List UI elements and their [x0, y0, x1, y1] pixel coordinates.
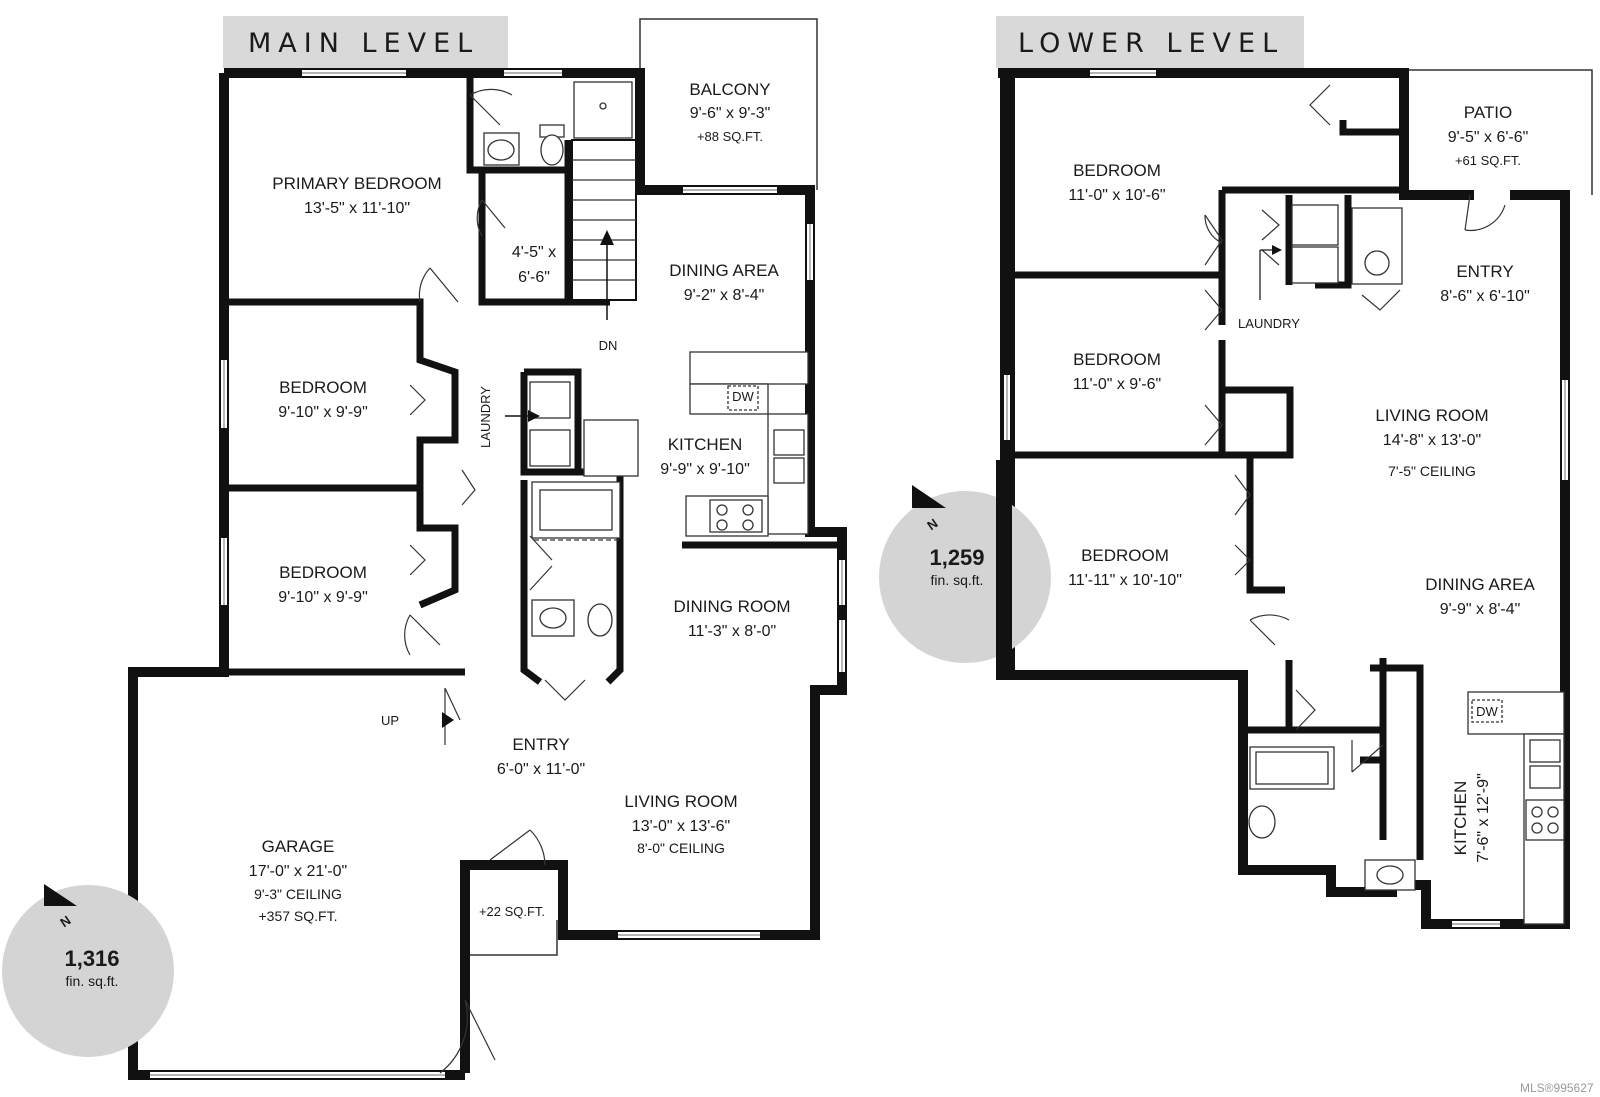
- stairs-dn-label: DN: [599, 338, 618, 353]
- balcony-name: BALCONY: [689, 80, 770, 99]
- patio-name: PATIO: [1464, 103, 1513, 122]
- lower-west-wall-overlay: [996, 460, 1012, 680]
- lower-entry-name: ENTRY: [1456, 262, 1513, 281]
- main-up-arrow-head: [442, 712, 454, 728]
- main-entry-dims: 6'-0" x 11'-0": [497, 761, 585, 778]
- porch-extra: +22 SQ.FT.: [479, 904, 545, 919]
- main-dining-area-dims: 9'-2" x 8'-4": [684, 287, 765, 304]
- lower-living-room-name: LIVING ROOM: [1375, 406, 1488, 425]
- balcony-dims: 9'-6" x 9'-3": [690, 105, 771, 122]
- lower-bedroom-1-dims: 11'-0" x 10'-6": [1068, 187, 1165, 204]
- primary-bedroom-name: PRIMARY BEDROOM: [272, 174, 441, 193]
- lower-north-arrow-icon: [912, 485, 946, 508]
- main-north-arrow-icon: [44, 884, 77, 906]
- lower-living-room-dims: 14'-8" x 13'-0": [1383, 432, 1481, 449]
- lower-level-interior-walls: [1010, 120, 1424, 860]
- main-living-room-name: LIVING ROOM: [624, 792, 737, 811]
- lower-bedroom-2-dims: 11'-0" x 9'-6": [1073, 376, 1161, 393]
- garage-extra: +357 SQ.FT.: [259, 908, 338, 924]
- main-level-windows: [150, 70, 845, 1078]
- main-kitchen-dims: 9'-9" x 9'-10": [660, 461, 750, 478]
- main-kitchen-name: KITCHEN: [668, 435, 743, 454]
- lower-dining-area-name: DINING AREA: [1425, 575, 1535, 594]
- balcony-extra: +88 SQ.FT.: [697, 129, 763, 144]
- lower-level-plan: LOWER LEVEL: [879, 16, 1593, 929]
- lower-level-title: LOWER LEVEL: [1018, 28, 1284, 59]
- main-level-stairs: [571, 139, 637, 320]
- main-area-circle: [2, 885, 174, 1057]
- main-dw-label: DW: [732, 389, 754, 404]
- main-level-interior-walls: [224, 73, 842, 685]
- main-level-title: MAIN LEVEL: [248, 28, 479, 59]
- primary-bedroom-dims: 13'-5" x 11'-10": [304, 200, 410, 217]
- lower-laundry-arrow-head: [1272, 245, 1282, 255]
- lower-area-value: 1,259: [929, 545, 984, 570]
- lower-kitchen-dims: 7'-6" x 12'-9": [1475, 773, 1492, 863]
- main-laundry-arrow-head: [528, 410, 540, 422]
- main-living-room-dims: 13'-0" x 13'-6": [632, 818, 730, 835]
- main-level-fixtures: [483, 81, 809, 637]
- main-level-window-glass: [150, 72, 843, 1076]
- main-entry-name: ENTRY: [512, 735, 569, 754]
- lower-dw-label: DW: [1476, 704, 1498, 719]
- lower-level-title-banner: [996, 16, 1304, 68]
- dining-room-name: DINING ROOM: [673, 597, 790, 616]
- main-level-exterior-walls: [128, 68, 847, 1080]
- closet-dims-line2: 6'-6": [518, 269, 550, 286]
- main-level-doors: [404, 88, 586, 1074]
- garage-name: GARAGE: [262, 837, 335, 856]
- stairs-up-label: UP: [381, 713, 399, 728]
- lower-laundry-label: LAUNDRY: [1238, 316, 1300, 331]
- main-bedroom-a-name: BEDROOM: [279, 378, 367, 397]
- garage-ceiling: 9'-3" CEILING: [254, 886, 342, 902]
- lower-dining-area-dims: 9'-9" x 8'-4": [1440, 601, 1521, 618]
- mls-watermark: MLS®995627: [1520, 1081, 1594, 1095]
- main-bedroom-b-name: BEDROOM: [279, 563, 367, 582]
- main-living-room-ceiling: 8'-0" CEILING: [637, 840, 725, 856]
- lower-bedroom-3-name: BEDROOM: [1081, 546, 1169, 565]
- patio-dims: 9'-5" x 6'-6": [1448, 129, 1529, 146]
- main-laundry-label: LAUNDRY: [478, 386, 493, 448]
- lower-level-room-labels: BEDROOM 11'-0" x 10'-6" PATIO 9'-5" x 6'…: [1068, 103, 1535, 863]
- garage-dims: 17'-0" x 21'-0": [249, 863, 347, 880]
- main-dining-area-name: DINING AREA: [669, 261, 779, 280]
- main-area-value: 1,316: [64, 946, 119, 971]
- patio-extra: +61 SQ.FT.: [1455, 153, 1521, 168]
- lower-level-fixtures: [1248, 204, 1565, 925]
- closet-dims-line1: 4'-5" x: [512, 244, 556, 261]
- lower-bedroom-2-name: BEDROOM: [1073, 350, 1161, 369]
- main-level-plan: MAIN LEVEL: [2, 16, 847, 1080]
- lower-living-room-ceiling: 7'-5" CEILING: [1388, 463, 1476, 479]
- dining-room-dims: 11'-3" x 8'-0": [688, 623, 776, 640]
- lower-bedroom-3-dims: 11'-11" x 10'-10": [1068, 572, 1182, 589]
- main-level-room-labels: BALCONY 9'-6" x 9'-3" +88 SQ.FT. PRIMARY…: [249, 80, 791, 924]
- main-bedroom-a-dims: 9'-10" x 9'-9": [278, 404, 368, 421]
- lower-kitchen-name: KITCHEN: [1451, 781, 1470, 856]
- main-level-title-banner: [223, 16, 508, 68]
- lower-entry-dims: 8'-6" x 6'-10": [1440, 288, 1530, 305]
- main-area-unit: fin. sq.ft.: [66, 973, 119, 989]
- lower-level-doors: [1204, 84, 1506, 773]
- lower-area-unit: fin. sq.ft.: [931, 572, 984, 588]
- main-level-area-badge: N 1,316 fin. sq.ft.: [2, 884, 174, 1057]
- main-bedroom-b-dims: 9'-10" x 9'-9": [278, 589, 368, 606]
- lower-level-area-badge: N 1,259 fin. sq.ft.: [879, 460, 1051, 680]
- patio-outline: [1404, 69, 1593, 195]
- lower-bedroom-1-name: BEDROOM: [1073, 161, 1161, 180]
